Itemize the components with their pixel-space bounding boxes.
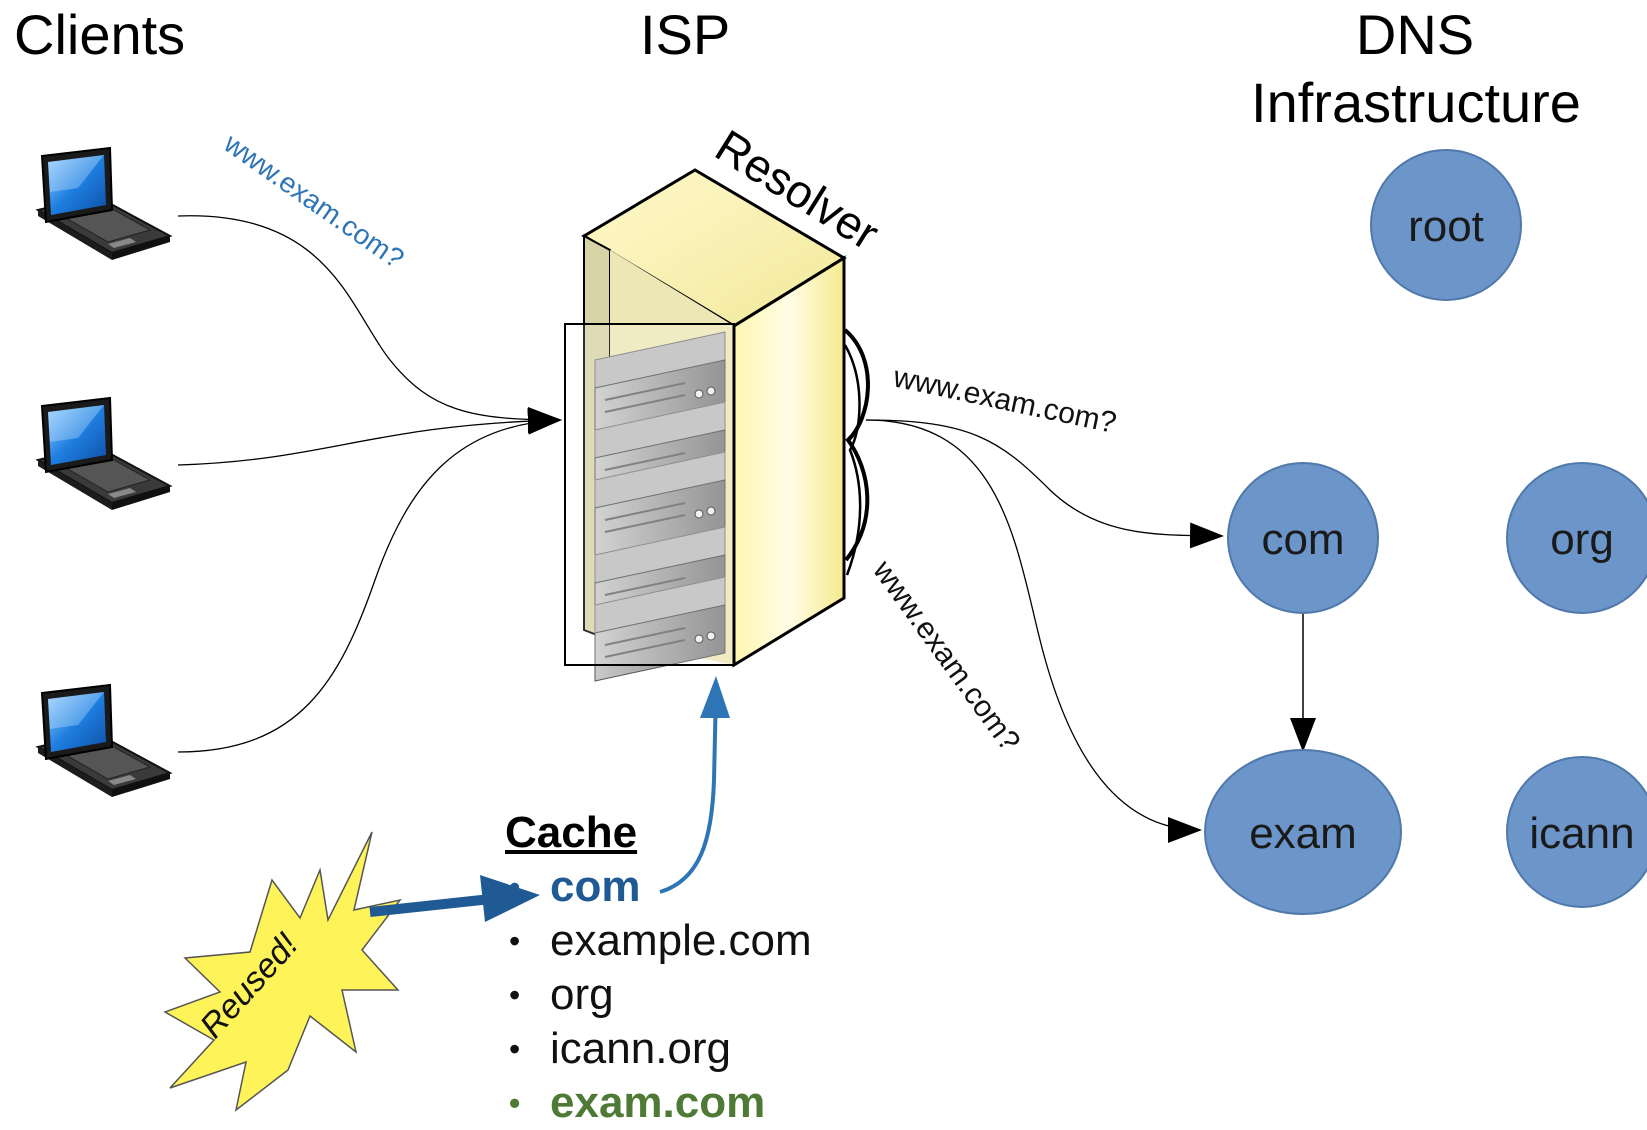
cache-item-label: org [550, 970, 614, 1019]
cache-to-resolver-arrowhead [700, 676, 730, 718]
cache-item: • icann.org [505, 1022, 865, 1076]
reused-pointer-arrowhead [480, 875, 540, 922]
laptop-icon [37, 397, 171, 511]
dns-node-com: com [1227, 462, 1379, 614]
resolver-to-com-label: www.exam.com? [890, 360, 1120, 440]
svg-text:exam: exam [1249, 809, 1357, 858]
cache-item-label: exam.com [550, 1078, 766, 1127]
bullet-icon: • [509, 1031, 521, 1067]
client-query-curve [177, 408, 562, 753]
client-query-label: www.exam.com? [218, 127, 410, 274]
cache-item: • org [505, 968, 865, 1022]
cache-title: Cache [505, 808, 638, 857]
cache-panel: Cache • com • example.com • org • icann.org … [505, 808, 865, 1130]
client-query-curve [177, 407, 562, 466]
resolver-to-com-curve [865, 419, 1224, 549]
starburst-icon [163, 831, 402, 1112]
server-rack-icon [564, 168, 870, 682]
resolver-to-exam-curve [865, 419, 1202, 843]
laptop-icon [37, 147, 171, 261]
svg-text:com: com [1261, 515, 1344, 564]
isp-header: ISP [640, 3, 731, 66]
dns-node-exam: exam [1204, 749, 1402, 915]
cache-to-resolver-arrow [659, 689, 718, 894]
svg-text:icann: icann [1529, 809, 1634, 858]
client-query-curve [177, 215, 562, 433]
svg-text:root: root [1408, 202, 1484, 251]
dns-node-icann: icann [1506, 756, 1647, 908]
dns-node-org: org [1506, 462, 1647, 614]
bullet-icon: • [509, 977, 521, 1013]
cache-item-label: icann.org [550, 1024, 732, 1073]
cache-item-label: com [550, 862, 641, 911]
cache-item: • com [505, 860, 865, 914]
dns-header-line2: Infrastructure [1251, 71, 1581, 134]
dns-node-root: root [1370, 149, 1522, 301]
laptop-icon [37, 684, 171, 798]
cache-item-label: example.com [550, 916, 812, 965]
bullet-icon: • [509, 1085, 521, 1121]
clients-header: Clients [14, 3, 186, 66]
cache-list: • com • example.com • org • icann.org • exam.… [505, 860, 865, 1130]
resolver-to-exam-label: www.exam.com? [866, 554, 1027, 758]
cache-item: • example.com [505, 914, 865, 968]
dns-header-line1: DNS [1355, 3, 1475, 66]
bullet-icon: • [509, 869, 521, 905]
cache-item: • exam.com [505, 1076, 865, 1130]
reused-pointer-arrow [369, 893, 501, 917]
bullet-icon: • [509, 923, 521, 959]
svg-text:org: org [1550, 515, 1614, 564]
